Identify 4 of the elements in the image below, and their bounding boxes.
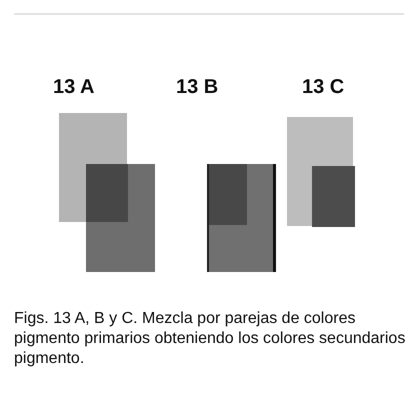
figure-label: 13 C	[302, 76, 344, 99]
figure-caption: Figs. 13 A, B y C. Mezcla por parejas de colores pigmento primarios obteniendo los colores secundarios pigmento.	[14, 309, 406, 369]
figure-label: 13 A	[53, 76, 95, 99]
figure-label: 13 B	[176, 76, 218, 99]
